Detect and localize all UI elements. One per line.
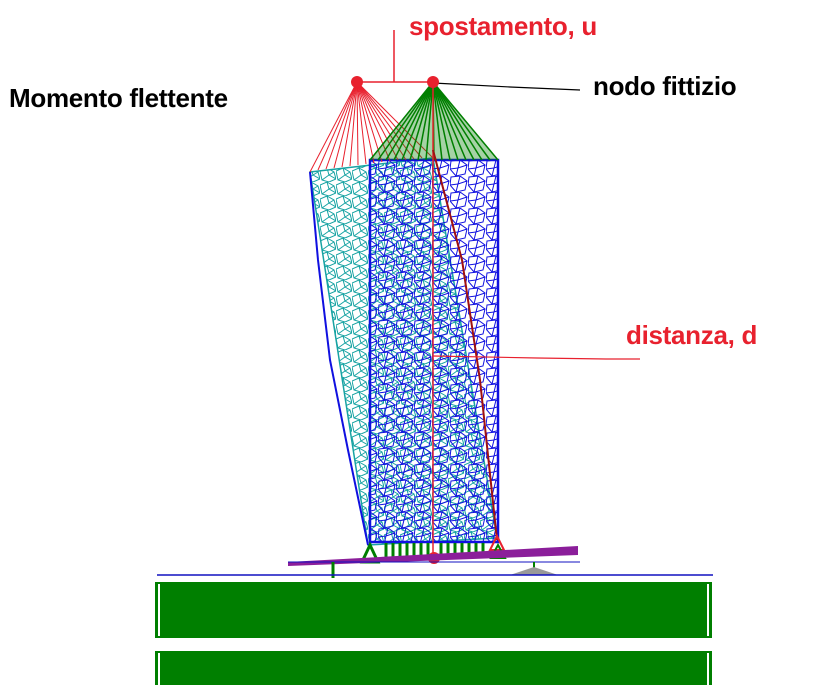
bending-moment-diagram xyxy=(288,546,578,566)
dummy-node xyxy=(427,76,439,88)
green-rigid-links xyxy=(369,81,499,161)
distance-leader xyxy=(432,355,640,360)
undeformed-mesh xyxy=(368,158,500,544)
displaced-node xyxy=(351,76,363,88)
dummy-node-leader xyxy=(432,82,581,91)
foundation-beam-lower xyxy=(155,651,712,685)
displacement-label: spostamento, u xyxy=(409,11,597,41)
red-rigid-links xyxy=(309,81,434,173)
distance-label: distanza, d xyxy=(626,320,758,350)
title-label: Momento flettente xyxy=(9,83,228,113)
soil-bulb-right xyxy=(510,567,558,575)
right-support-deformed xyxy=(488,533,506,551)
foundation-beam-upper xyxy=(155,582,712,638)
dummy-node-label: nodo fittizio xyxy=(593,71,737,101)
deformed-axis xyxy=(432,149,498,541)
displacement-leader xyxy=(357,30,433,83)
